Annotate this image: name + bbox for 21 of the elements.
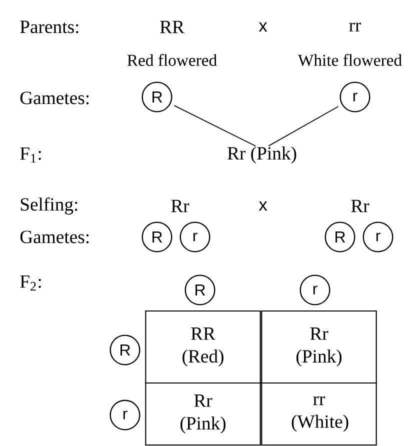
cross-sign: x xyxy=(258,201,268,211)
connector-line xyxy=(174,105,256,146)
label-text: Parents: xyxy=(20,20,78,34)
label-text: White flowered xyxy=(298,54,402,66)
label-text: Gametes: xyxy=(20,230,89,244)
label-text: Rr xyxy=(351,200,370,212)
label-text: Rr xyxy=(171,200,190,212)
label-text: Red flowered xyxy=(127,54,217,66)
table-cell: rr (White) xyxy=(261,382,377,446)
label-text: Gametes: xyxy=(20,92,89,104)
label-text: F$_{2}$: xyxy=(20,275,41,291)
table-cell: Rr (Pink) xyxy=(261,310,377,384)
label-text: F$_{1}$: xyxy=(20,147,41,163)
table-cell: RR (Red) xyxy=(145,310,261,384)
offspring-text: Rr (Pink) xyxy=(228,146,296,164)
label-text: RR xyxy=(160,20,184,34)
cross-sign: x xyxy=(258,22,268,32)
connector-line xyxy=(268,106,339,146)
label-text: rr xyxy=(349,22,362,32)
table-cell: Rr (Pink) xyxy=(145,382,261,446)
label-text: Selfing: xyxy=(20,197,78,215)
